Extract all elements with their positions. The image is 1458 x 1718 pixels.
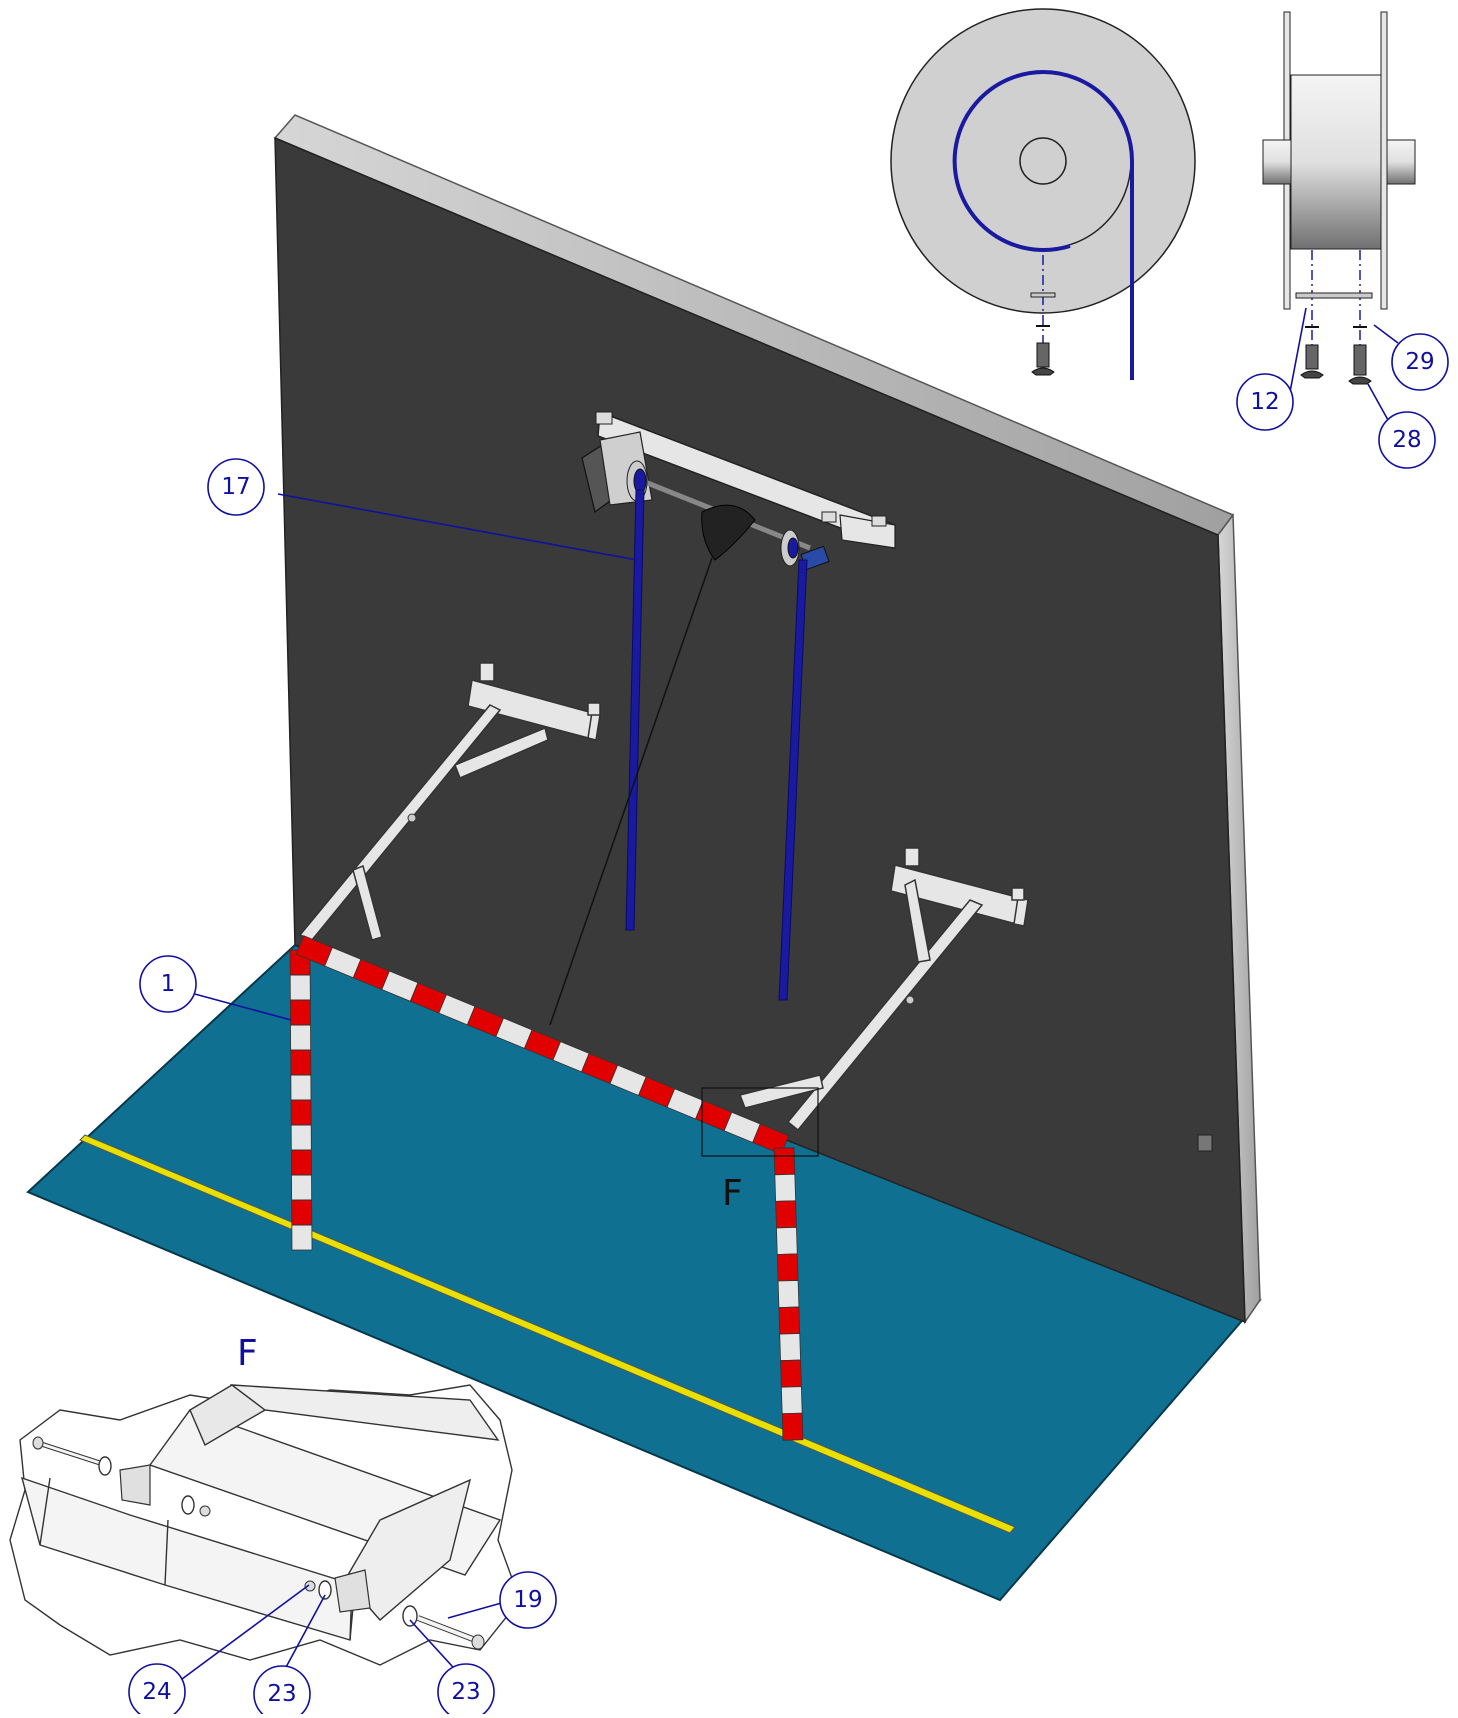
detail-box-f: [701, 1087, 819, 1157]
svg-text:24: 24: [142, 1679, 171, 1705]
view-label-detail: F: [237, 1333, 258, 1374]
svg-text:29: 29: [1405, 349, 1434, 375]
balloon-23-b: 23: [437, 1663, 495, 1718]
svg-text:28: 28: [1392, 427, 1421, 453]
svg-text:23: 23: [451, 1679, 480, 1705]
drum-side-view: [1262, 11, 1416, 385]
folding-arm-right: [738, 847, 1029, 1132]
view-label-main: F: [722, 1173, 743, 1214]
folding-arm-left: [298, 662, 601, 941]
balloon-17: 17: [207, 458, 265, 516]
svg-text:1: 1: [161, 971, 176, 997]
svg-text:12: 12: [1250, 389, 1279, 415]
balloon-28: 28: [1378, 411, 1436, 469]
svg-text:23: 23: [267, 1681, 296, 1707]
lift-strap-left: [625, 489, 645, 931]
goal-post-left: [289, 949, 313, 1251]
balloon-29: 29: [1391, 333, 1449, 391]
balloon-1: 1: [139, 955, 197, 1013]
detail-view-f: F: [9, 1333, 521, 1666]
drum-front-view: [890, 8, 1196, 380]
pulley-weight: [701, 504, 756, 561]
goal-frame: [289, 935, 804, 1441]
lift-strap-right: [778, 559, 808, 1001]
goal-post-right: [773, 1147, 804, 1441]
balloon-12: 12: [1236, 373, 1294, 431]
pull-cord: [549, 557, 713, 1026]
wall-socket: [1197, 1134, 1213, 1152]
balloon-24: 24: [128, 1663, 186, 1718]
floor: [26, 943, 1262, 1602]
svg-text:17: 17: [221, 474, 250, 500]
balloon-19: 19: [499, 1571, 557, 1629]
strap-wound: [1042, 70, 1134, 380]
floor-line: [79, 1134, 1016, 1534]
svg-text:19: 19: [513, 1587, 542, 1613]
balloon-23-a: 23: [253, 1665, 311, 1718]
goal-crossbar: [295, 935, 790, 1155]
winch-assembly: [581, 410, 896, 571]
